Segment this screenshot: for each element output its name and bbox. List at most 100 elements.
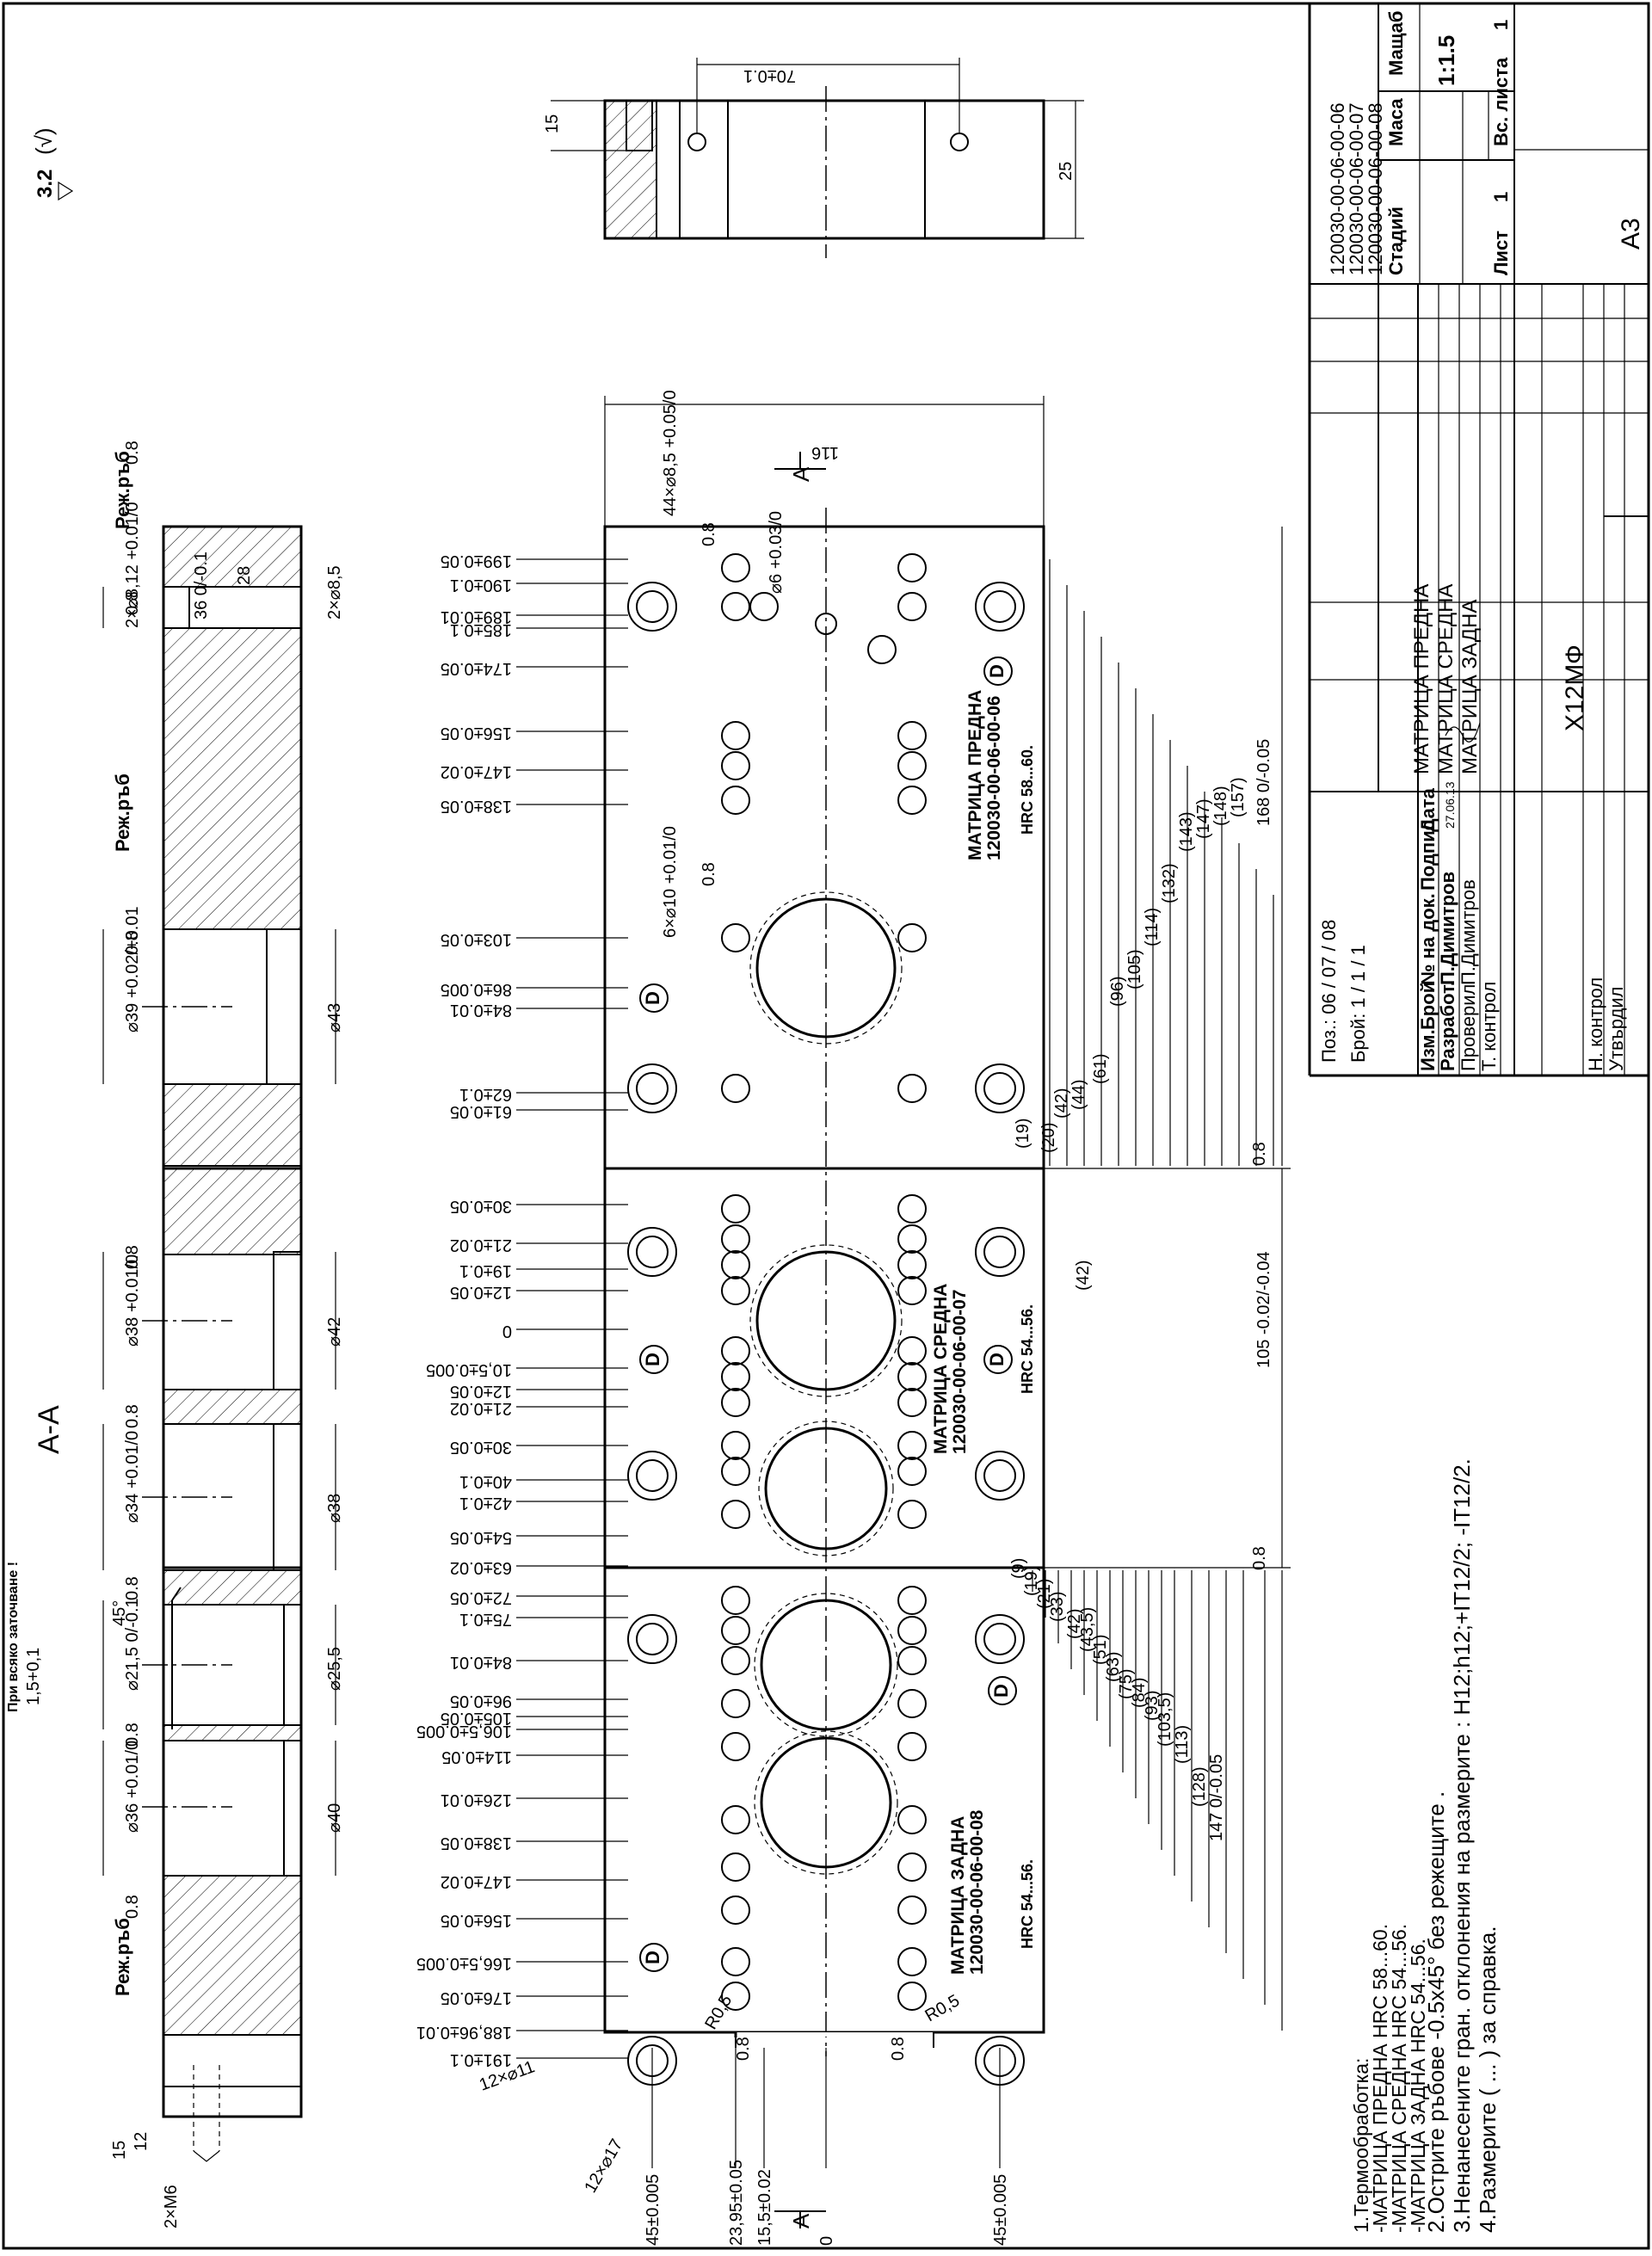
small-hole-18 — [897, 1194, 927, 1224]
dim-right-26: (84) — [1130, 1677, 1149, 1708]
section-dim-2: ⌀42 — [325, 1317, 344, 1347]
hole-d-2 — [639, 983, 669, 1013]
large-bore-outline-3 — [758, 1421, 894, 1556]
roughness-08-10: 0.8 — [1250, 1546, 1269, 1570]
hole-d-1 — [983, 656, 1013, 686]
hole-d-letter-2: D — [642, 991, 663, 1005]
small-hole-43 — [721, 1689, 750, 1718]
cut-edge-label-mid: Реж.ръб — [112, 774, 133, 852]
small-hole-44 — [897, 1689, 927, 1718]
dim-right-31: 147 0/-0.05 — [1207, 1754, 1226, 1841]
cut-edge-label-bottom: Реж.ръб — [112, 1918, 133, 1996]
tb-position: Поз.: 06 / 07 / 08 — [1318, 920, 1340, 1063]
large-bore-2 — [755, 1250, 897, 1391]
small-hole-26 — [897, 1336, 927, 1365]
dim-left-40: 188,96±0.01 — [416, 2023, 512, 2042]
small-hole-10 — [897, 751, 927, 780]
roughness-08-3: 0.8 — [123, 931, 142, 955]
dim-bottom-3: 15,5±0.02 — [755, 2169, 774, 2246]
dim-right-8: (114) — [1143, 908, 1162, 946]
roughness-08-5: 0.8 — [123, 1404, 142, 1428]
large-bore-3 — [764, 1427, 888, 1550]
note-line-7: 4.Размерите ( ... ) за справка. — [1475, 1926, 1501, 2233]
dim-bottom-2: 23,95±0.05 — [727, 2160, 746, 2246]
counterbore-inner-3 — [636, 1072, 669, 1105]
dim-right-11: (147) — [1194, 798, 1213, 839]
dim-left-18: 0 — [502, 1322, 512, 1341]
notes-block: 1.Термообработка:-МАТРИЦА ПРЕДНА HRC 58.… — [1350, 1458, 1501, 2233]
tb-sheets-total-label: Вс. листа — [1490, 57, 1512, 146]
tb-name-middle: МАТРИЦА СРЕДНА — [1434, 584, 1458, 774]
plate-middle-name: МАТРИЦА СРЕДНА — [931, 1284, 951, 1454]
dim-right-22: (43,5) — [1078, 1607, 1097, 1652]
dim-left-37: 156±0.05 — [441, 1911, 512, 1930]
dim-left-21: 21±0.02 — [450, 1399, 512, 1418]
tb-material: Х12МФ — [1561, 644, 1589, 731]
dim-bottom-5: 45±0.005 — [991, 2174, 1010, 2246]
roughness-08-8: 0.8 — [123, 1895, 142, 1919]
tb-row-role-2: Проверил — [1458, 984, 1479, 1071]
dim-left-39: 176±0.05 — [441, 1988, 512, 2007]
dim-left-10: 86±0.005 — [441, 980, 512, 999]
section-dim-10: ⌀36 +0.01/0 — [123, 1741, 142, 1833]
small-hole-23 — [721, 1276, 750, 1305]
large-bore-outline-4 — [754, 1593, 898, 1737]
dim-right-24: (63) — [1104, 1651, 1123, 1682]
dim-right-13: (157) — [1229, 777, 1248, 817]
tb-row-role-4: Н. контрол — [1585, 977, 1606, 1071]
roughness-08-12: 0.8 — [700, 862, 718, 886]
roughness-08-7: 0.8 — [123, 1723, 142, 1747]
hole-d-letter-4: D — [986, 1353, 1008, 1366]
small-hole-28 — [897, 1362, 927, 1391]
dim-right-12: (148) — [1211, 786, 1230, 826]
dim-left-34: 126±0.01 — [441, 1791, 512, 1809]
large-bore-1 — [755, 897, 897, 1039]
counterbore-3 — [627, 1063, 677, 1113]
section-label: A-A — [33, 1405, 65, 1454]
small-hole-33 — [721, 1457, 750, 1486]
dim-left-22: 30±0.05 — [450, 1438, 512, 1457]
small-hole-5 — [749, 592, 779, 621]
counterbore-5 — [627, 1227, 677, 1277]
dim-left-3: 189±0.01 — [441, 607, 512, 626]
dim-right-14: 168 0/-0.05 — [1254, 739, 1273, 826]
section-dim-13: 36 0/-0.1 — [192, 552, 211, 619]
counterbore-8 — [975, 1451, 1025, 1501]
small-hole-29 — [721, 1388, 750, 1417]
small-hole-17 — [721, 1194, 750, 1224]
plate-front-hrc: HRC 58...60. — [1019, 745, 1036, 835]
counterbore-2 — [975, 582, 1025, 632]
roughness-08-1: 0.8 — [123, 441, 142, 465]
small-hole-34 — [897, 1457, 927, 1486]
tb-name-back: МАТРИЦА ЗАДНА — [1458, 600, 1482, 774]
small-hole-47 — [721, 1805, 750, 1834]
dim-left-30: 96±0.05 — [450, 1692, 512, 1710]
tb-col-count: Брой — [1417, 982, 1439, 1030]
dim-holes-44: 44×⌀8,5 +0.05/0 — [661, 390, 680, 516]
plate-back-hrc: HRC 54...56. — [1019, 1859, 1036, 1949]
tb-name-front: МАТРИЦА ПРЕДНА — [1410, 584, 1433, 774]
dim-right-6: (96) — [1108, 976, 1127, 1007]
section-dim-7: ⌀38 +0.01/0 — [123, 1254, 142, 1347]
dim-top-width: 116 — [811, 443, 839, 462]
tb-scale-value: 1:1.5 — [1433, 35, 1459, 86]
dim-right-18: (19) — [1022, 1565, 1041, 1596]
dim-left-14: 30±0.05 — [450, 1197, 512, 1216]
note-line-4: -МАТРИЦА ЗАДНА HRC 54...56. — [1407, 1939, 1429, 2233]
dim-left-35: 138±0.05 — [441, 1834, 512, 1852]
small-hole-53 — [721, 1947, 750, 1976]
small-hole-31 — [721, 1431, 750, 1460]
tb-header-mass: Маса — [1385, 98, 1407, 146]
tb-doc-number-2: 120030-00-06-00-07 — [1346, 102, 1367, 275]
section-dim-3: ⌀38 — [325, 1494, 344, 1523]
section-dim-17: 12 — [132, 2132, 151, 2151]
counterbore-inner-7 — [636, 1459, 669, 1492]
tb-doc-number-1: 120030-00-06-00-06 — [1327, 102, 1348, 275]
small-hole-19 — [721, 1224, 750, 1254]
hole-d-letter-3: D — [642, 1353, 663, 1366]
section-dim-4: ⌀25,5 — [325, 1647, 344, 1691]
tb-col-date: Дата — [1417, 787, 1439, 832]
dim-left-23: 40±0.1 — [459, 1472, 512, 1491]
roughness-mark: 3.2 (√) — [31, 127, 74, 201]
hole-d-letter-1: D — [986, 664, 1008, 678]
